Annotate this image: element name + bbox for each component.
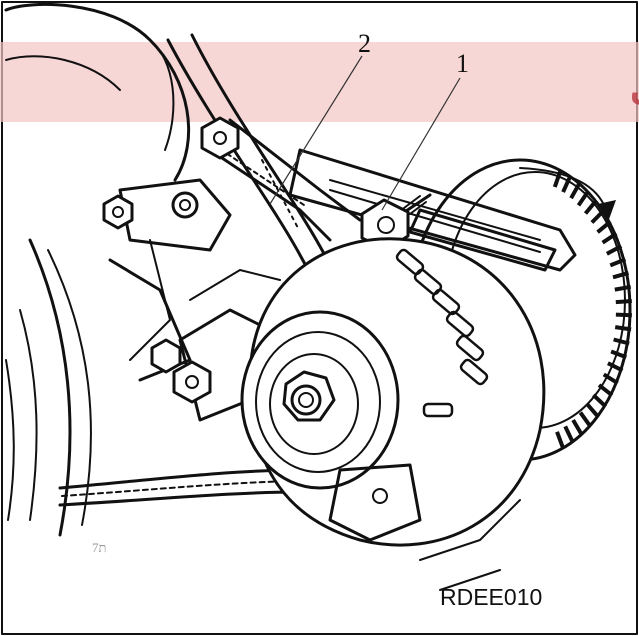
vent-slot xyxy=(422,402,454,418)
fan-rib xyxy=(601,231,618,245)
watermark-band xyxy=(0,42,639,122)
vent-slots xyxy=(395,248,489,418)
alternator-pulley xyxy=(240,310,400,490)
fan-rib xyxy=(609,257,627,268)
callout-label-1: 1 xyxy=(456,49,469,78)
callout-leader-1 xyxy=(381,77,461,211)
alternator xyxy=(240,158,632,591)
fan-rib xyxy=(569,182,582,200)
vent-slot xyxy=(455,334,485,362)
fan-rib xyxy=(555,431,566,450)
fan-rib xyxy=(614,284,632,292)
bolt-left xyxy=(102,194,134,230)
fan-rib xyxy=(614,325,632,332)
vent-slot xyxy=(431,288,461,316)
callout-label-2: 2 xyxy=(358,29,371,58)
fan-rib xyxy=(578,411,593,428)
fan-rib xyxy=(590,209,606,224)
callout-leader-2 xyxy=(269,55,363,205)
bolt-mid xyxy=(171,191,199,219)
fan-ribs xyxy=(552,169,632,450)
faint-mark: ת7 xyxy=(92,540,106,555)
adjusting-arm xyxy=(288,148,577,272)
rotation-arrow-icon xyxy=(519,167,616,222)
fan-rib xyxy=(585,402,600,419)
fan-rib xyxy=(596,220,612,234)
vent-slot xyxy=(445,310,475,338)
bolt-upper-left xyxy=(200,116,240,160)
fan-rib xyxy=(592,393,608,409)
crank-pulley xyxy=(5,238,92,537)
fan-rib xyxy=(561,175,573,193)
fan-rib xyxy=(607,361,624,373)
fan-rib xyxy=(605,244,623,256)
bolt-lower-left-1 xyxy=(150,338,182,374)
fan-rib xyxy=(576,189,590,207)
fan-rib xyxy=(615,312,632,318)
fan-rib xyxy=(610,349,628,360)
watermark-text: ته دیجیتال تعمیرکاران خودرو در ایران xyxy=(630,72,639,108)
fan-rib xyxy=(583,199,598,215)
fan-rib xyxy=(597,383,614,397)
fan-rib xyxy=(563,425,575,444)
bolt-lower-left-2 xyxy=(172,360,212,404)
fan-rib xyxy=(602,372,619,385)
figure-code: RDEE010 xyxy=(440,584,542,610)
upper-pulley xyxy=(4,2,191,182)
fan-rib xyxy=(615,299,632,305)
fan-rib xyxy=(612,270,630,280)
vent-slot xyxy=(459,358,489,386)
fan-rib xyxy=(613,337,630,346)
fan-rib xyxy=(571,418,584,437)
